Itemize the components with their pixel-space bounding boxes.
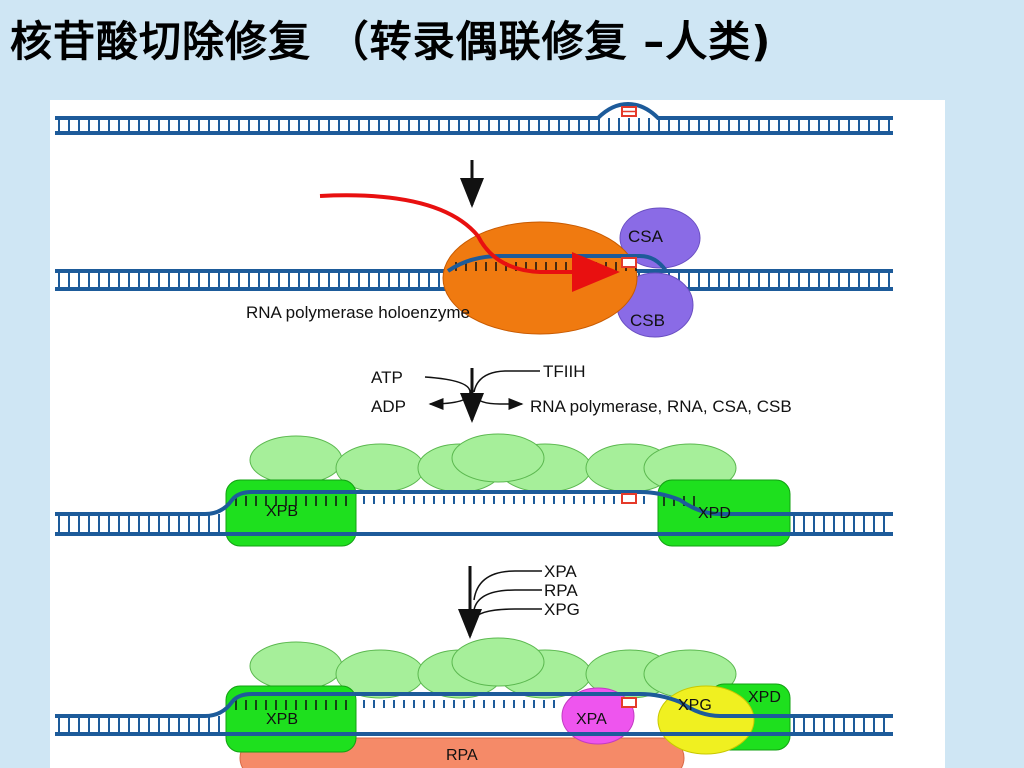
xpd-label: XPD <box>698 505 731 522</box>
dna-rungs <box>363 496 645 504</box>
transition-2: XPA RPA XPG <box>458 562 580 639</box>
adp-label: ADP <box>371 397 406 416</box>
nascent-rna-icon <box>319 193 620 292</box>
dna-duplex-row1 <box>55 101 893 135</box>
tfiih-subunits <box>249 433 737 493</box>
open-bubble-row2 <box>446 254 668 273</box>
dna-rungs <box>793 514 885 534</box>
atp-label: ATP <box>371 368 403 387</box>
slide-title: 核苷酸切除修复 （转录偶联修复 –人类) <box>10 17 772 66</box>
released-factors-label: RNA polymerase, RNA, CSA, CSB <box>530 397 792 416</box>
dna-top-strand <box>55 101 893 120</box>
dna-rungs <box>58 514 220 534</box>
dna-rungs <box>58 118 890 133</box>
dna-top-strand <box>55 692 893 718</box>
tfiih-label: TFIIH <box>543 362 586 381</box>
rna-polymerase-holoenzyme <box>442 221 638 335</box>
dna-rungs <box>58 716 220 734</box>
rpa-label: RPA <box>446 747 478 764</box>
transition-1: ATP ADP TFIIH RNA polymerase, RNA, CSA, … <box>371 362 792 423</box>
rpa-input-label: RPA <box>544 581 578 600</box>
xpd-label: XPD <box>748 689 781 706</box>
xpb-label: XPB <box>266 711 298 728</box>
xpb-helicase <box>225 479 357 547</box>
csb-label: CSB <box>630 311 665 330</box>
dna-rungs <box>235 700 347 710</box>
xpa-input-label: XPA <box>544 562 577 581</box>
dna-top-strand <box>55 490 893 516</box>
dna-lesion-icon <box>621 697 637 708</box>
tfiih-complex-row3 <box>225 433 791 547</box>
csa-protein <box>619 207 701 269</box>
tfiih-subunits <box>249 637 737 699</box>
tfiih-input-line <box>473 370 540 393</box>
xpb-label: XPB <box>266 503 298 520</box>
atp-to-adp-arrow <box>424 376 471 410</box>
dna-duplex-row4: XPB XPA XPG XPD RPA <box>55 689 893 764</box>
dna-rungs <box>363 700 555 708</box>
xpa-label: XPA <box>576 711 607 728</box>
dna-lesion-icon <box>621 257 637 268</box>
xpg-input-label: XPG <box>544 600 580 619</box>
csa-label: CSA <box>628 227 664 246</box>
dna-rungs <box>793 716 885 734</box>
dna-lesion-icon <box>621 493 637 504</box>
dna-duplex-row3: XPB XPD <box>55 490 893 536</box>
xpg-label: XPG <box>678 697 712 714</box>
release-arrow <box>473 394 524 410</box>
rna-polymerase-caption: RNA polymerase holoenzyme <box>246 303 470 322</box>
xpa-protein <box>561 687 635 745</box>
